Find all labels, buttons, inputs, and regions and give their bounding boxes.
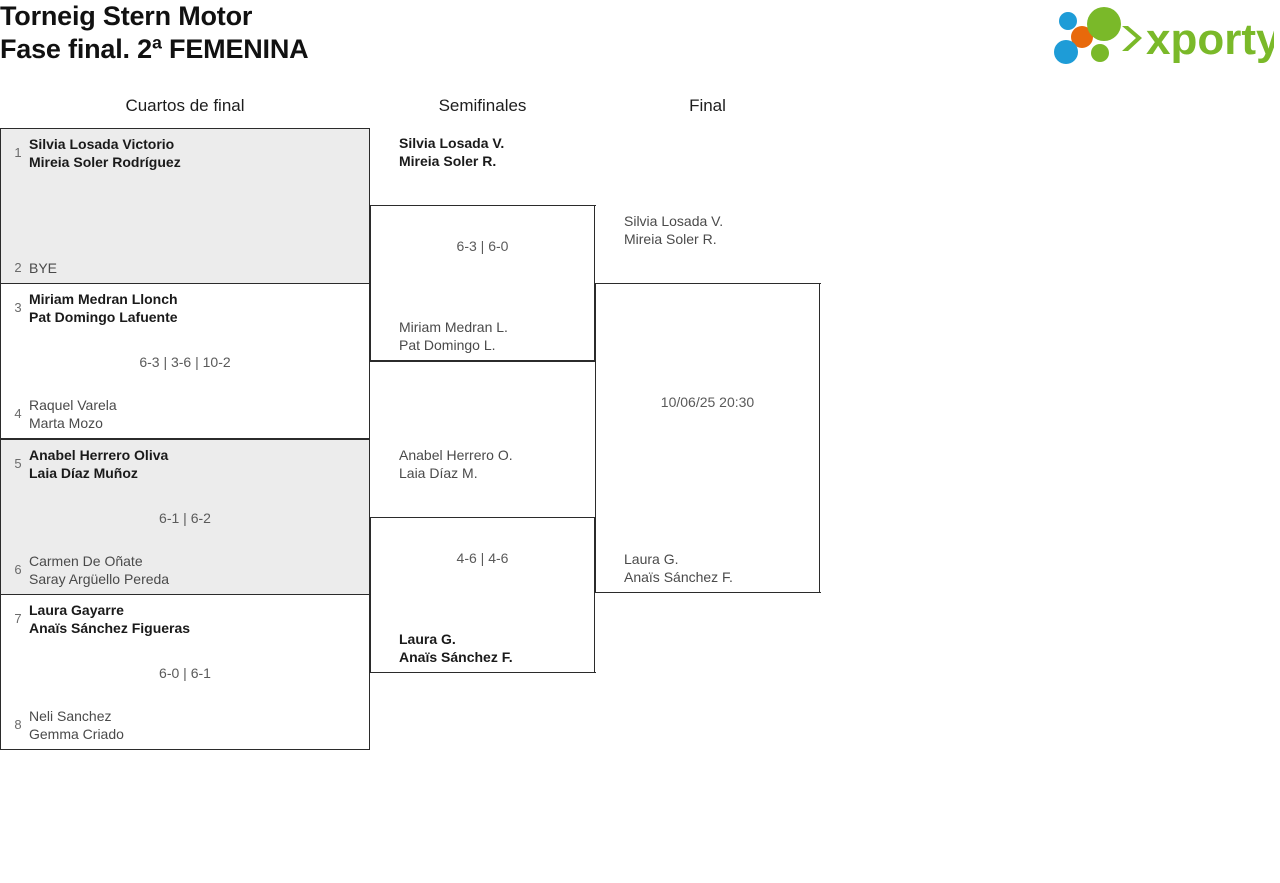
team-slot[interactable]: Laura G. Anaïs Sánchez F.	[371, 630, 594, 666]
seed-number: 3	[14, 300, 22, 315]
team-names: Carmen De Oñate Saray Argüello Pereda	[29, 553, 170, 587]
match-score: 6-0 | 6-1	[159, 665, 211, 681]
connector-sf1-final	[595, 283, 821, 284]
round-header-final: Final	[689, 96, 726, 115]
round-header-semifinals: Semifinales	[438, 96, 527, 115]
connector-sf2-final	[595, 592, 821, 593]
match-quarterfinal-3[interactable]: 5 Anabel Herrero Oliva Laia Díaz Muñoz 6…	[0, 439, 370, 595]
team-names: Raquel Varela Marta Mozo	[29, 397, 117, 431]
seed-number: 6	[14, 562, 22, 577]
team-slot[interactable]: 3 Miriam Medran Llonch Pat Domingo Lafue…	[1, 290, 369, 326]
team-slot[interactable]: 5 Anabel Herrero Oliva Laia Díaz Muñoz	[1, 446, 369, 482]
connector-qf4-sf2	[370, 672, 596, 673]
svg-text:xporty: xporty	[1146, 15, 1274, 64]
seed-number: 4	[14, 406, 22, 421]
seed-number: 1	[14, 145, 22, 160]
match-score: 6-1 | 6-2	[159, 510, 211, 526]
team-names: Anabel Herrero O. Laia Díaz M.	[399, 447, 513, 481]
team-names: Silvia Losada V. Mireia Soler R.	[624, 213, 724, 247]
match-quarterfinal-2[interactable]: 3 Miriam Medran Llonch Pat Domingo Lafue…	[0, 283, 370, 439]
team-slot[interactable]: 2 BYE	[1, 259, 369, 277]
team-names: Laura G. Anaïs Sánchez F.	[399, 631, 513, 665]
match-quarterfinal-4[interactable]: 7 Laura Gayarre Anaïs Sánchez Figueras 6…	[0, 594, 370, 750]
team-names: Laura Gayarre Anaïs Sánchez Figueras	[29, 602, 191, 636]
match-schedule: 10/06/25 20:30	[660, 394, 755, 410]
match-quarterfinal-1[interactable]: 1 Silvia Losada Victorio Mireia Soler Ro…	[0, 128, 370, 284]
seed-number: 5	[14, 456, 22, 471]
team-names: Anabel Herrero Oliva Laia Díaz Muñoz	[29, 447, 169, 481]
xporty-logo: xporty	[1048, 4, 1274, 70]
team-slot[interactable]: 4 Raquel Varela Marta Mozo	[1, 396, 369, 432]
team-names: BYE	[29, 260, 58, 276]
match-score: 4-6 | 4-6	[456, 550, 509, 566]
team-names: Miriam Medran L. Pat Domingo L.	[399, 319, 508, 353]
match-score: 6-3 | 6-0	[456, 238, 509, 254]
match-final[interactable]: Silvia Losada V. Mireia Soler R. 10/06/2…	[595, 213, 820, 593]
connector-qf3-sf2	[370, 517, 596, 518]
match-semifinal-1[interactable]: Silvia Losada V. Mireia Soler R. 6-3 | 6…	[370, 135, 595, 361]
seed-number: 7	[14, 611, 22, 626]
seed-number: 8	[14, 717, 22, 732]
seed-number: 2	[14, 260, 22, 275]
match-semifinal-2[interactable]: Anabel Herrero O. Laia Díaz M. 4-6 | 4-6…	[370, 447, 595, 673]
team-names: Miriam Medran Llonch Pat Domingo Lafuent…	[29, 291, 178, 325]
team-names: Laura G. Anaïs Sánchez F.	[624, 551, 733, 585]
round-header-quarterfinals: Cuartos de final	[125, 96, 245, 115]
team-names: Silvia Losada Victorio Mireia Soler Rodr…	[29, 136, 181, 170]
match-score: 6-3 | 3-6 | 10-2	[139, 354, 231, 370]
team-slot[interactable]: 7 Laura Gayarre Anaïs Sánchez Figueras	[1, 601, 369, 637]
connector-qf2-sf1	[370, 361, 596, 362]
team-slot[interactable]: Laura G. Anaïs Sánchez F.	[596, 550, 819, 586]
team-slot[interactable]: Miriam Medran L. Pat Domingo L.	[371, 318, 594, 354]
team-slot[interactable]: Silvia Losada V. Mireia Soler R.	[371, 134, 594, 170]
team-names: Silvia Losada V. Mireia Soler R.	[399, 135, 505, 169]
connector-qf1-sf1	[370, 205, 596, 206]
team-slot[interactable]: Anabel Herrero O. Laia Díaz M.	[371, 446, 594, 482]
team-slot[interactable]: 6 Carmen De Oñate Saray Argüello Pereda	[1, 552, 369, 588]
team-names: Neli Sanchez Gemma Criado	[29, 708, 124, 742]
team-slot[interactable]: 1 Silvia Losada Victorio Mireia Soler Ro…	[1, 135, 369, 171]
team-slot[interactable]: 8 Neli Sanchez Gemma Criado	[1, 707, 369, 743]
team-slot[interactable]: Silvia Losada V. Mireia Soler R.	[596, 212, 819, 248]
page-title: Torneig Stern Motor Fase final. 2ª FEMEN…	[0, 1, 309, 64]
